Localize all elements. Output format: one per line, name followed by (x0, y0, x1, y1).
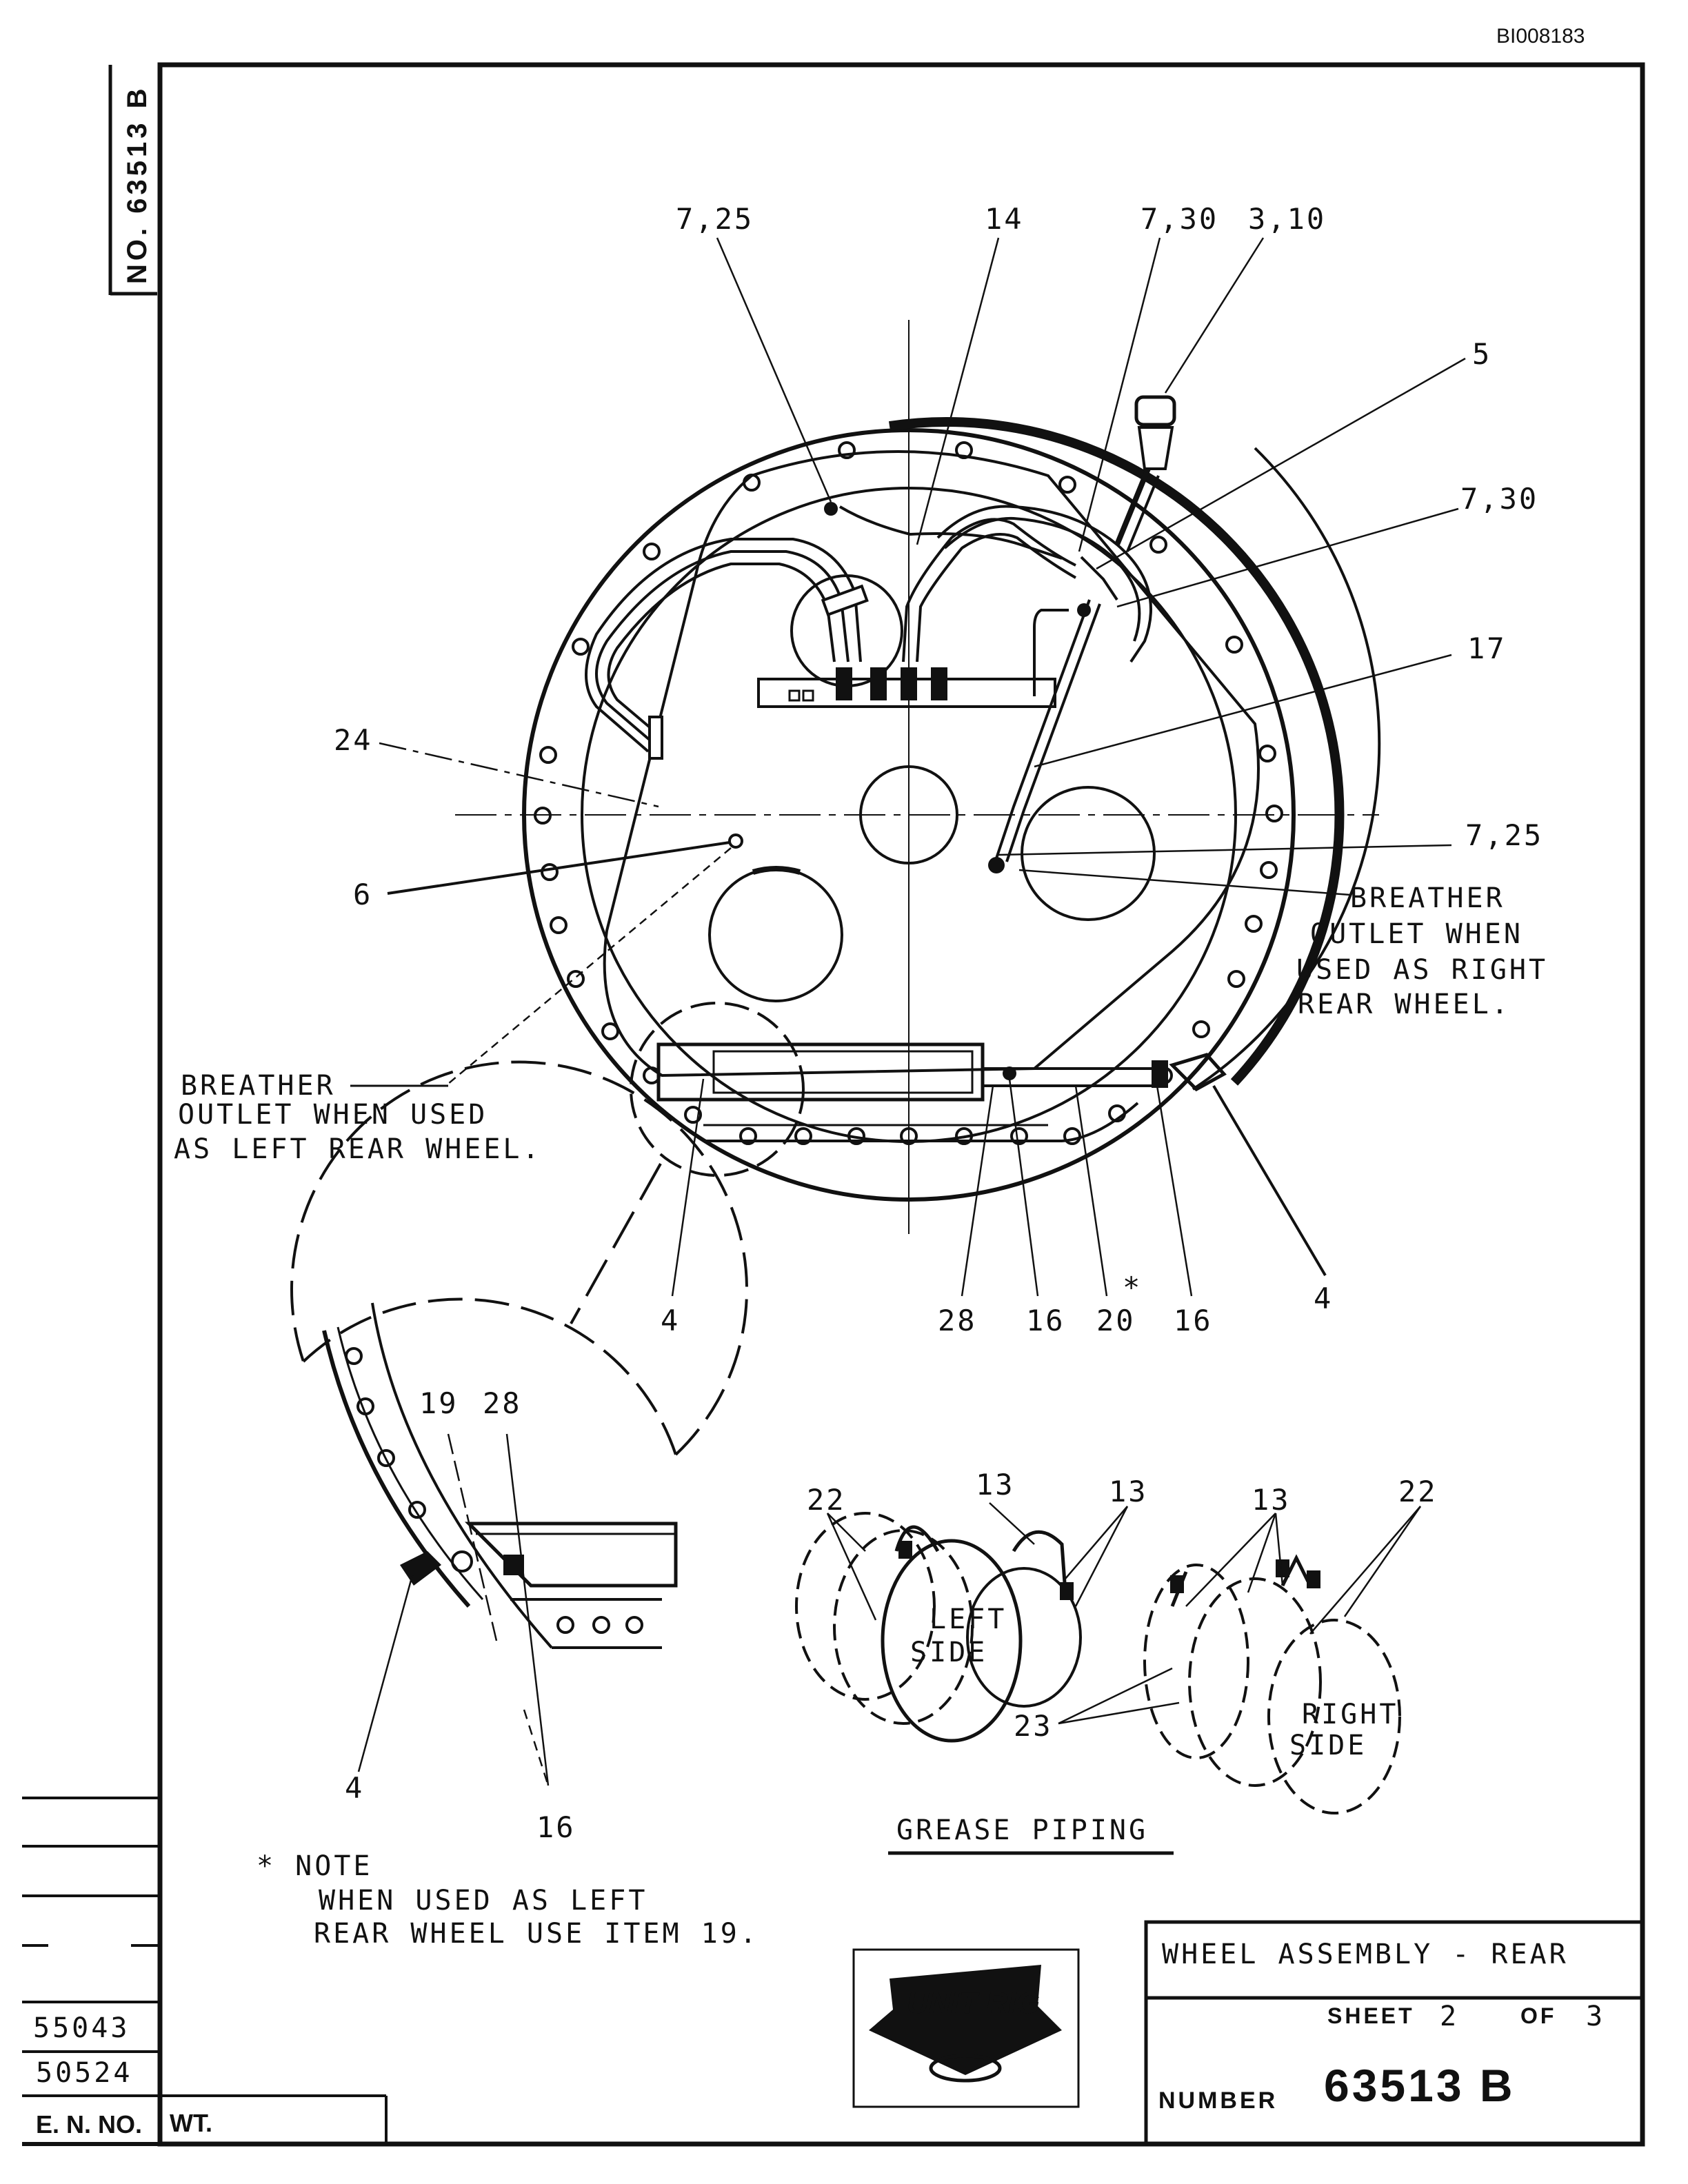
grease-piping-title: GREASE PIPING (896, 1814, 1148, 1846)
callout-5: 5 (1472, 337, 1491, 371)
grease-callout-23: 23 (1014, 1709, 1053, 1743)
number-label: NUMBER (1158, 2087, 1278, 2114)
detail-view (290, 1060, 748, 1786)
drawing-title: WHEEL ASSEMBLY - REAR (1162, 1939, 1569, 1970)
svg-text:BREATHER: BREATHER (181, 1070, 336, 1102)
callout-3-10: 3,10 (1248, 202, 1326, 236)
drawing-number: 63513 B (1324, 2060, 1516, 2111)
grease-callout-13-c: 13 (1252, 1483, 1291, 1517)
engineering-number-2: 50524 (36, 2057, 132, 2089)
detail-leaders (357, 1433, 550, 1786)
svg-text:OUTLET WHEN USED: OUTLET WHEN USED (178, 1099, 488, 1131)
grease-callout-13-b: 13 (1109, 1475, 1148, 1508)
en-number-label: E. N. NO. (36, 2110, 142, 2138)
callout-7-25-top: 7,25 (676, 202, 754, 236)
svg-text:REAR WHEEL.: REAR WHEEL. (1298, 989, 1511, 1020)
callout-6: 6 (353, 878, 372, 911)
sheet-label: SHEET (1327, 2003, 1415, 2028)
callout-16-b: 16 (1174, 1304, 1213, 1337)
svg-text:USED AS RIGHT: USED AS RIGHT (1296, 954, 1548, 986)
callout-4-right: 4 (1314, 1282, 1333, 1315)
sheet-border (157, 62, 1645, 2147)
grease-callout-22-right: 22 (1398, 1475, 1438, 1508)
svg-text:LEFT: LEFT (930, 1604, 1007, 1635)
weight-label: WT. (170, 2109, 212, 2137)
left-side-label: LEFT SIDE (910, 1604, 1007, 1668)
revision-lines (22, 1797, 388, 2144)
right-side-label: RIGHT SIDE (1289, 1699, 1398, 1761)
svg-text:SIDE: SIDE (1289, 1730, 1367, 1761)
document-id: BI008183 (1496, 25, 1585, 48)
grease-callout-22-left: 22 (807, 1483, 846, 1517)
leader-lines (379, 237, 1466, 1297)
grease-callout-13-a: 13 (976, 1468, 1015, 1502)
callout-14: 14 (985, 202, 1024, 236)
note-heading: * NOTE (257, 1850, 373, 1882)
callout-star: * (1123, 1271, 1142, 1304)
engineering-number-1: 55043 (33, 2012, 130, 2044)
wheel-main-view (455, 320, 1381, 1324)
callout-16-a: 16 (1026, 1304, 1065, 1337)
svg-text:RIGHT: RIGHT (1302, 1699, 1398, 1730)
note-line-1: WHEN USED AS LEFT (319, 1885, 647, 1917)
callout-7-25-right: 7,25 (1465, 818, 1543, 852)
breather-right-note: BREATHER OUTLET WHEN USED AS RIGHT REAR … (1296, 882, 1548, 1020)
detail-callout-28: 28 (483, 1386, 522, 1420)
svg-text:AS LEFT REAR WHEEL.: AS LEFT REAR WHEEL. (174, 1133, 542, 1165)
detail-callout-19: 19 (419, 1386, 459, 1420)
callout-4-left: 4 (661, 1304, 680, 1337)
vertical-drawing-number-text: NO. 63513 B (122, 85, 152, 284)
breather-left-note: BREATHER OUTLET WHEN USED AS LEFT REAR W… (174, 1070, 542, 1165)
grease-piping-view (795, 1502, 1422, 1814)
detail-callout-4: 4 (345, 1771, 364, 1805)
detail-callout-16: 16 (536, 1810, 576, 1844)
grease-piping-leaders (826, 1502, 1422, 1725)
sheet-total: 3 (1586, 2001, 1605, 2032)
note-line-2: REAR WHEEL USE ITEM 19. (314, 1918, 759, 1950)
manifold-fittings (788, 667, 947, 702)
svg-text:SIDE: SIDE (910, 1637, 987, 1668)
logo-text: UNIT RIG (907, 1986, 1040, 2020)
unit-rig-logo: UNIT RIG (852, 1948, 1080, 2108)
callout-17: 17 (1467, 631, 1507, 665)
callout-24: 24 (334, 723, 373, 757)
vertical-drawing-number: NO. 63513 B (108, 65, 157, 296)
title-block (1144, 1920, 1645, 2146)
callout-7-30-right: 7,30 (1460, 482, 1538, 516)
sheet-number: 2 (1440, 2001, 1459, 2032)
callout-7-30-top: 7,30 (1141, 202, 1218, 236)
callout-28: 28 (938, 1304, 977, 1337)
of-label: OF (1520, 2003, 1556, 2028)
grease-lines (585, 505, 1152, 862)
callout-20: 20 (1096, 1304, 1136, 1337)
svg-text:OUTLET WHEN: OUTLET WHEN (1310, 918, 1523, 950)
svg-text:BREATHER: BREATHER (1350, 882, 1505, 914)
